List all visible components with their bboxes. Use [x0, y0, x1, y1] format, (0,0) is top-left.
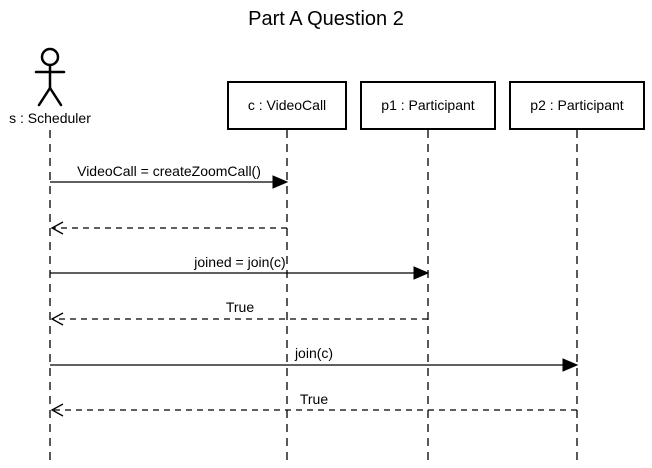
- participant-label: c : VideoCall: [248, 97, 326, 113]
- filled-arrowhead-icon: [562, 358, 579, 372]
- message-return-p2[interactable]: True: [50, 391, 577, 417]
- open-arrowhead-icon: [50, 403, 64, 417]
- message-join-p1[interactable]: joined = join(c): [50, 254, 430, 280]
- message-label: VideoCall = createZoomCall(): [77, 163, 261, 179]
- stick-figure-icon: [34, 47, 66, 107]
- message-join-p2[interactable]: join(c): [50, 345, 579, 372]
- participant-box-p2[interactable]: p2 : Participant: [509, 81, 645, 130]
- actor-label: s : Scheduler: [9, 110, 91, 126]
- participant-label: p2 : Participant: [530, 97, 623, 113]
- message-label: True: [300, 391, 328, 407]
- message-return-p1[interactable]: True: [50, 299, 428, 326]
- participant-box-videocall[interactable]: c : VideoCall: [227, 81, 347, 130]
- message-label: join(c): [294, 345, 333, 361]
- filled-arrowhead-icon: [272, 175, 289, 189]
- diagram-title: Part A Question 2: [248, 8, 404, 30]
- message-label: True: [226, 299, 254, 315]
- open-arrowhead-icon: [50, 221, 64, 235]
- message-return-videocall[interactable]: [50, 221, 287, 235]
- message-label: joined = join(c): [193, 254, 285, 270]
- open-arrowhead-icon: [50, 312, 64, 326]
- filled-arrowhead-icon: [413, 266, 430, 280]
- message-create-zoom-call[interactable]: VideoCall = createZoomCall(): [50, 163, 289, 189]
- participant-label: p1 : Participant: [381, 97, 474, 113]
- participant-box-p1[interactable]: p1 : Participant: [360, 81, 496, 130]
- actor-scheduler[interactable]: s : Scheduler: [9, 47, 91, 126]
